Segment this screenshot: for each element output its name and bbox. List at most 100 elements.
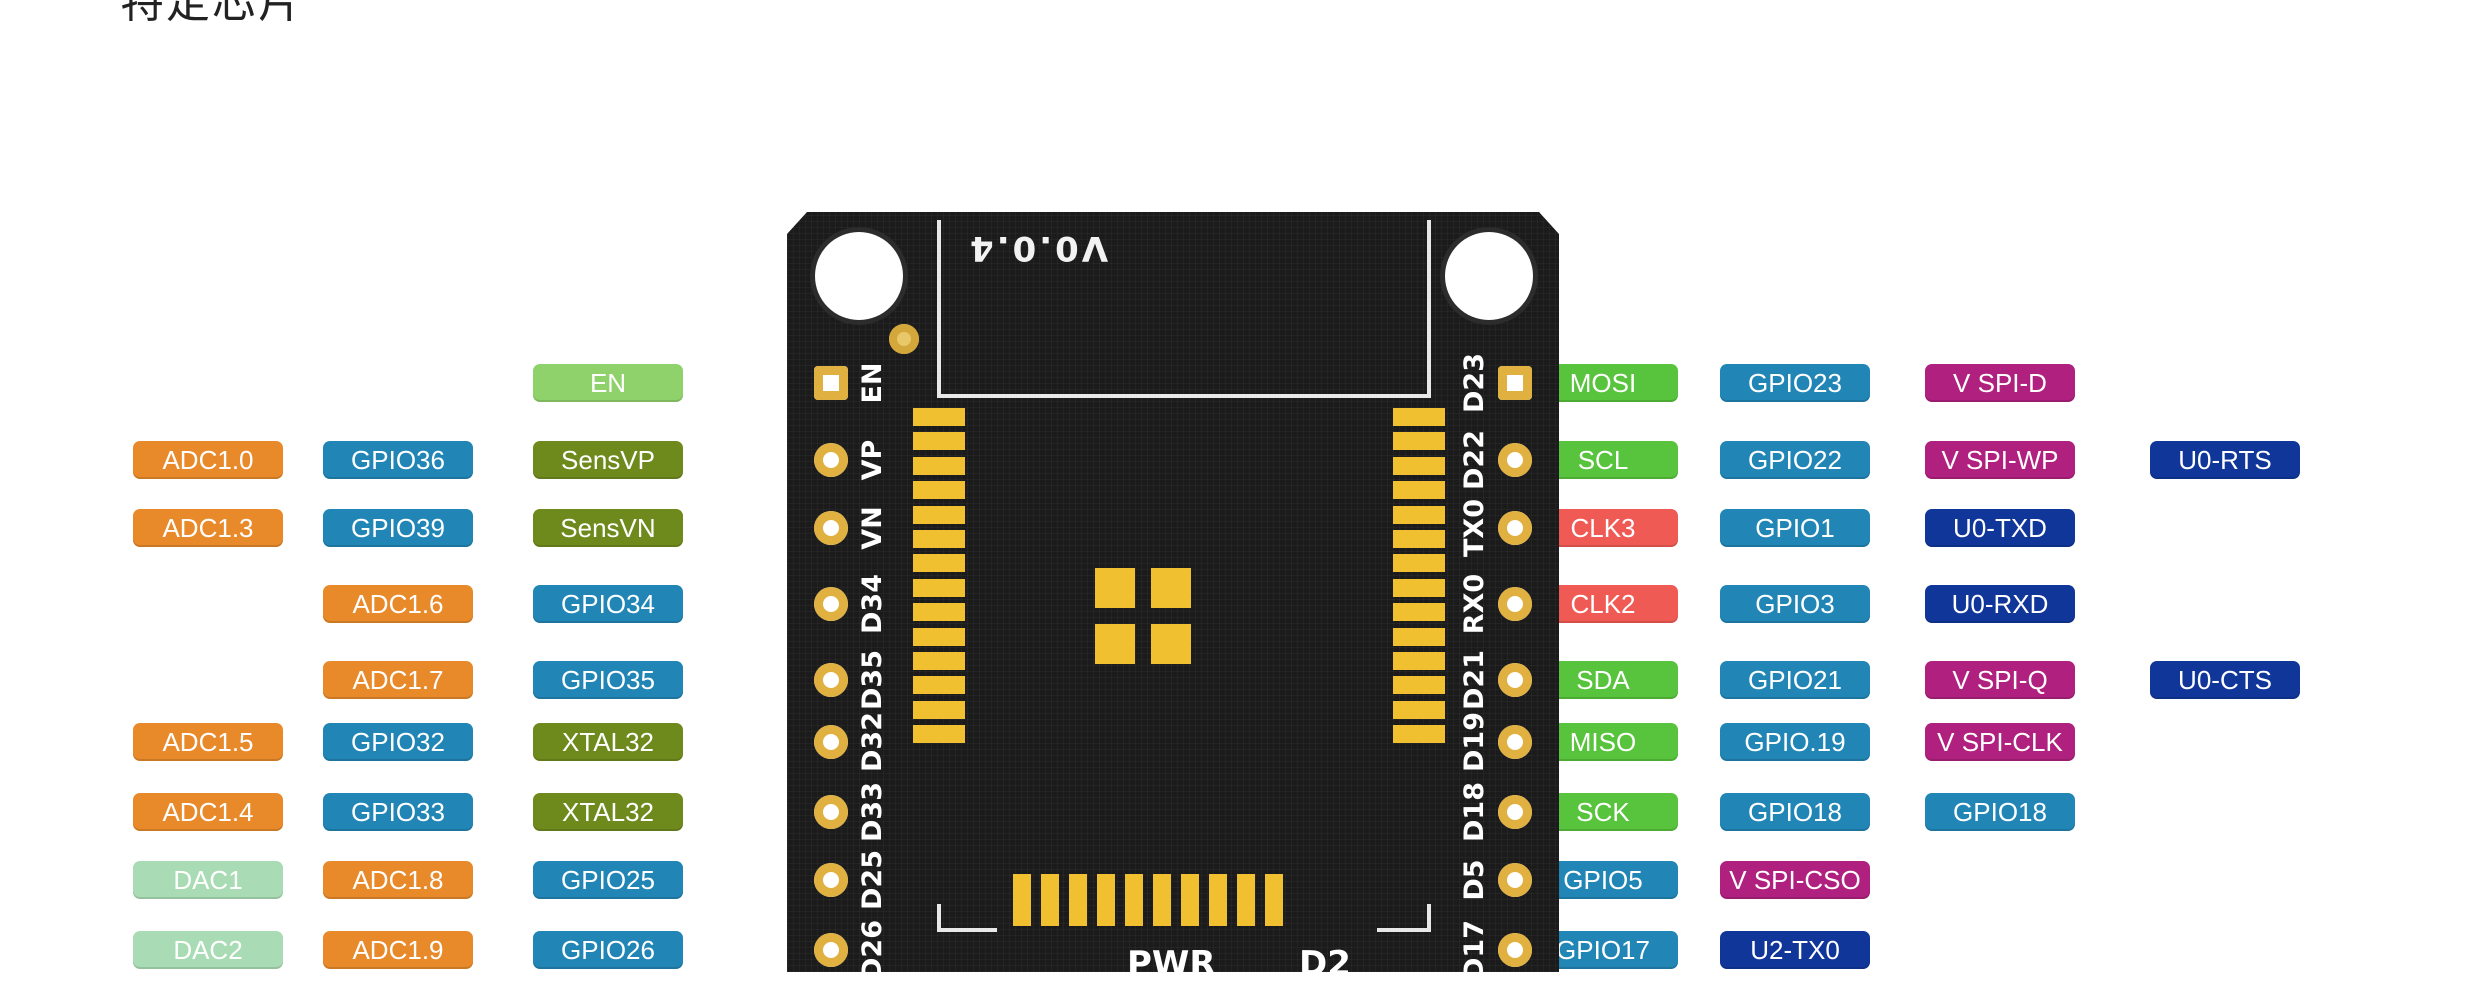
pin-tag-u2-tx0: U2-TX0 <box>1720 931 1870 969</box>
header-pin-right <box>1498 587 1532 621</box>
pin-tag-gpio33: GPIO33 <box>323 793 473 831</box>
pin-tag-v-spi-q: V SPI-Q <box>1925 661 2075 699</box>
header-pin-right <box>1498 663 1532 697</box>
module-pad <box>1393 554 1445 573</box>
pin-tag-adc1-6: ADC1.6 <box>323 585 473 623</box>
module-pad <box>913 603 965 622</box>
module-pad <box>1041 874 1059 926</box>
pin-tag-gpio23: GPIO23 <box>1720 364 1870 402</box>
pin-tag-u0-rxd: U0-RXD <box>1925 585 2075 623</box>
pin-tag-v-spi-wp: V SPI-WP <box>1925 441 2075 479</box>
module-pad <box>1013 874 1031 926</box>
module-pad <box>1181 874 1199 926</box>
heading-fragment: 特定芯片 <box>120 0 304 28</box>
header-pin-left <box>814 366 848 400</box>
module-pad <box>1393 530 1445 548</box>
pin-tag-adc1-3: ADC1.3 <box>133 509 283 547</box>
pin-tag-gpio18: GPIO18 <box>1720 793 1870 831</box>
antenna-outline-bottom <box>937 394 1431 398</box>
pin-tag-gpio-19: GPIO.19 <box>1720 723 1870 761</box>
pin-tag-dac2: DAC2 <box>133 931 283 969</box>
pin-tag-en: EN <box>533 364 683 402</box>
module-pad <box>1265 874 1283 926</box>
pin-tag-u0-txd: U0-TXD <box>1925 509 2075 547</box>
module-pad <box>1393 627 1445 646</box>
module-pad <box>1393 652 1445 670</box>
pin-tag-adc1-8: ADC1.8 <box>323 861 473 899</box>
silkscreen-d17: D17 <box>1459 920 1490 980</box>
ground-pad <box>1095 568 1135 608</box>
pwr-led-label: PWR <box>1127 944 1216 984</box>
header-pin-left <box>814 725 848 759</box>
pin-tag-gpio26: GPIO26 <box>533 931 683 969</box>
module-pad <box>913 700 965 719</box>
module-outline <box>937 904 941 930</box>
pin-tag-gpio1: GPIO1 <box>1720 509 1870 547</box>
module-pad <box>913 408 965 426</box>
silkscreen-d26: D26 <box>857 920 888 980</box>
module-pad <box>913 578 965 597</box>
pin-tag-gpio3: GPIO3 <box>1720 585 1870 623</box>
header-pin-right <box>1498 366 1532 400</box>
pin-tag-v-spi-clk: V SPI-CLK <box>1925 723 2075 761</box>
module-pad <box>913 530 965 548</box>
module-pad <box>913 481 965 500</box>
module-pad <box>1393 603 1445 622</box>
header-pin-right <box>1498 511 1532 545</box>
mounting-hole-right <box>1445 232 1533 320</box>
header-pin-right <box>1498 443 1532 477</box>
header-pin-left <box>814 795 848 829</box>
module-pad <box>913 652 965 670</box>
pin-tag-adc1-7: ADC1.7 <box>323 661 473 699</box>
pin-tag-xtal32: XTAL32 <box>533 723 683 761</box>
module-pad <box>1097 874 1115 926</box>
ground-pad <box>1095 624 1135 664</box>
module-pad <box>913 505 965 524</box>
header-pin-right <box>1498 725 1532 759</box>
pin-tag-gpio21: GPIO21 <box>1720 661 1870 699</box>
board-version-label: V0.0.4 <box>967 228 1109 268</box>
module-pad <box>1393 676 1445 695</box>
pin-tag-sensvp: SensVP <box>533 441 683 479</box>
ground-pad <box>1151 568 1191 608</box>
antenna-outline-right <box>1427 220 1431 396</box>
module-pad <box>1125 874 1143 926</box>
module-pad <box>1393 700 1445 719</box>
module-pad <box>913 676 965 695</box>
header-pin-right <box>1498 795 1532 829</box>
module-pad <box>1393 578 1445 597</box>
header-pin-left <box>814 863 848 897</box>
module-outline <box>1377 928 1431 932</box>
header-pin-right <box>1498 863 1532 897</box>
pin-tag-gpio34: GPIO34 <box>533 585 683 623</box>
pin-tag-gpio32: GPIO32 <box>323 723 473 761</box>
header-pin-left <box>814 933 848 967</box>
pin-tag-u0-rts: U0-RTS <box>2150 441 2300 479</box>
module-pad <box>1153 874 1171 926</box>
pin-tag-gpio22: GPIO22 <box>1720 441 1870 479</box>
module-pad <box>913 456 965 475</box>
module-pad <box>1393 432 1445 451</box>
pin-tag-gpio39: GPIO39 <box>323 509 473 547</box>
module-outline <box>1427 904 1431 930</box>
antenna-outline-left <box>937 220 941 396</box>
pin-tag-v-spi-d: V SPI-D <box>1925 364 2075 402</box>
module-pad <box>913 725 965 744</box>
pin-tag-adc1-4: ADC1.4 <box>133 793 283 831</box>
module-pad <box>1393 456 1445 475</box>
module-pad <box>913 554 965 573</box>
module-pad <box>1393 481 1445 500</box>
pin-tag-u0-cts: U0-CTS <box>2150 661 2300 699</box>
pin-tag-adc1-5: ADC1.5 <box>133 723 283 761</box>
header-pin-right <box>1498 933 1532 967</box>
pin-tag-adc1-9: ADC1.9 <box>323 931 473 969</box>
pin-tag-gpio25: GPIO25 <box>533 861 683 899</box>
module-pad <box>913 432 965 451</box>
module-pad <box>913 627 965 646</box>
header-pin-left <box>814 663 848 697</box>
header-pin-left <box>814 443 848 477</box>
mounting-hole-left <box>815 232 903 320</box>
pin-tag-adc1-0: ADC1.0 <box>133 441 283 479</box>
module-outline <box>937 928 997 932</box>
